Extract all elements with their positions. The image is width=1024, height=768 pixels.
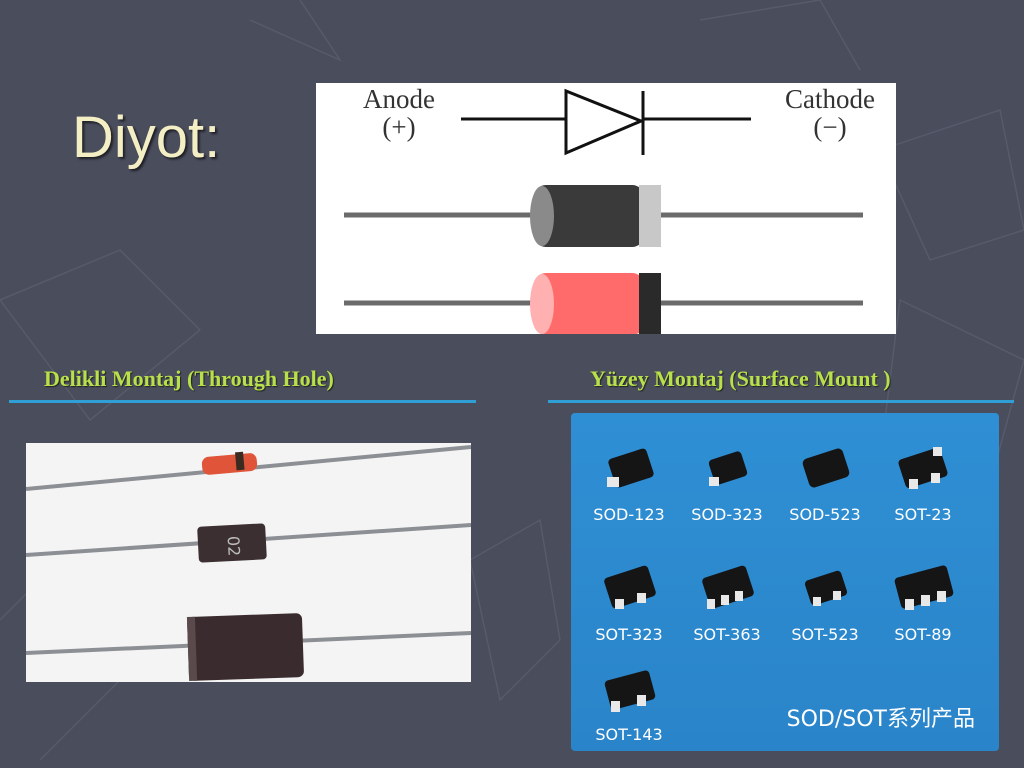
sot-363-chip xyxy=(702,565,754,609)
anode-text: Anode xyxy=(363,84,435,114)
diode-symbol xyxy=(461,88,751,156)
sot-143-chip xyxy=(604,670,656,712)
diode-diagram: Anode (+) Cathode (−) xyxy=(316,83,896,334)
through-hole-diodes: 02 xyxy=(25,445,472,682)
cathode-text: Cathode xyxy=(785,84,875,114)
sod-523-chip xyxy=(802,448,850,488)
smd-caption: SOD/SOT系列产品 xyxy=(786,707,975,732)
sod-123-chip xyxy=(607,448,654,488)
package-sod-523: SOD-523 xyxy=(775,433,875,543)
cathode-sign: (−) xyxy=(813,112,847,142)
package-label: SOT-323 xyxy=(595,625,663,644)
package-label: SOD-523 xyxy=(789,505,861,524)
gray-diode-body xyxy=(344,185,863,247)
diode-drawing xyxy=(344,88,863,334)
package-sot-23: SOT-23 xyxy=(873,433,973,543)
through-hole-photo: 02 xyxy=(25,443,472,682)
package-label: SOT-23 xyxy=(894,505,952,524)
cathode-label: Cathode (−) xyxy=(764,85,896,141)
package-label: SOT-363 xyxy=(693,625,761,644)
red-diode-body xyxy=(344,273,863,334)
diode-marking: 02 xyxy=(224,535,244,556)
package-sod-323: SOD-323 xyxy=(677,433,777,543)
sot-23-chip xyxy=(898,447,948,489)
package-label: SOT-89 xyxy=(894,625,952,644)
medium-diode: 02 xyxy=(197,523,267,563)
package-label: SOD-323 xyxy=(691,505,763,524)
package-sot-89: SOT-89 xyxy=(873,553,973,663)
surface-mount-rule xyxy=(548,400,1014,403)
anode-label: Anode (+) xyxy=(344,85,454,141)
sot-323-chip xyxy=(604,565,656,609)
glass-diode xyxy=(201,451,258,475)
package-label: SOD-123 xyxy=(593,505,665,524)
package-label: SOT-523 xyxy=(791,625,859,644)
package-sot-323: SOT-323 xyxy=(579,553,679,663)
sot-89-chip xyxy=(894,565,954,610)
anode-sign: (+) xyxy=(382,112,416,142)
large-diode xyxy=(186,613,304,682)
package-sot-143: SOT-143 xyxy=(579,663,679,751)
surface-mount-heading: Yüzey Montaj (Surface Mount ) xyxy=(590,366,891,391)
package-sot-363: SOT-363 xyxy=(677,553,777,663)
slide-title: Diyot: xyxy=(72,105,221,170)
through-hole-heading: Delikli Montaj (Through Hole) xyxy=(44,366,334,391)
package-label: SOT-143 xyxy=(595,725,663,744)
package-sod-123: SOD-123 xyxy=(579,433,679,543)
sod-323-chip xyxy=(708,451,748,486)
package-sot-523: SOT-523 xyxy=(775,553,875,663)
surface-mount-photo: SOD-123 SOD-323 SOD-523 SOT-23 SOT-323 xyxy=(571,413,999,751)
through-hole-rule xyxy=(9,400,476,403)
sot-523-chip xyxy=(804,570,848,606)
